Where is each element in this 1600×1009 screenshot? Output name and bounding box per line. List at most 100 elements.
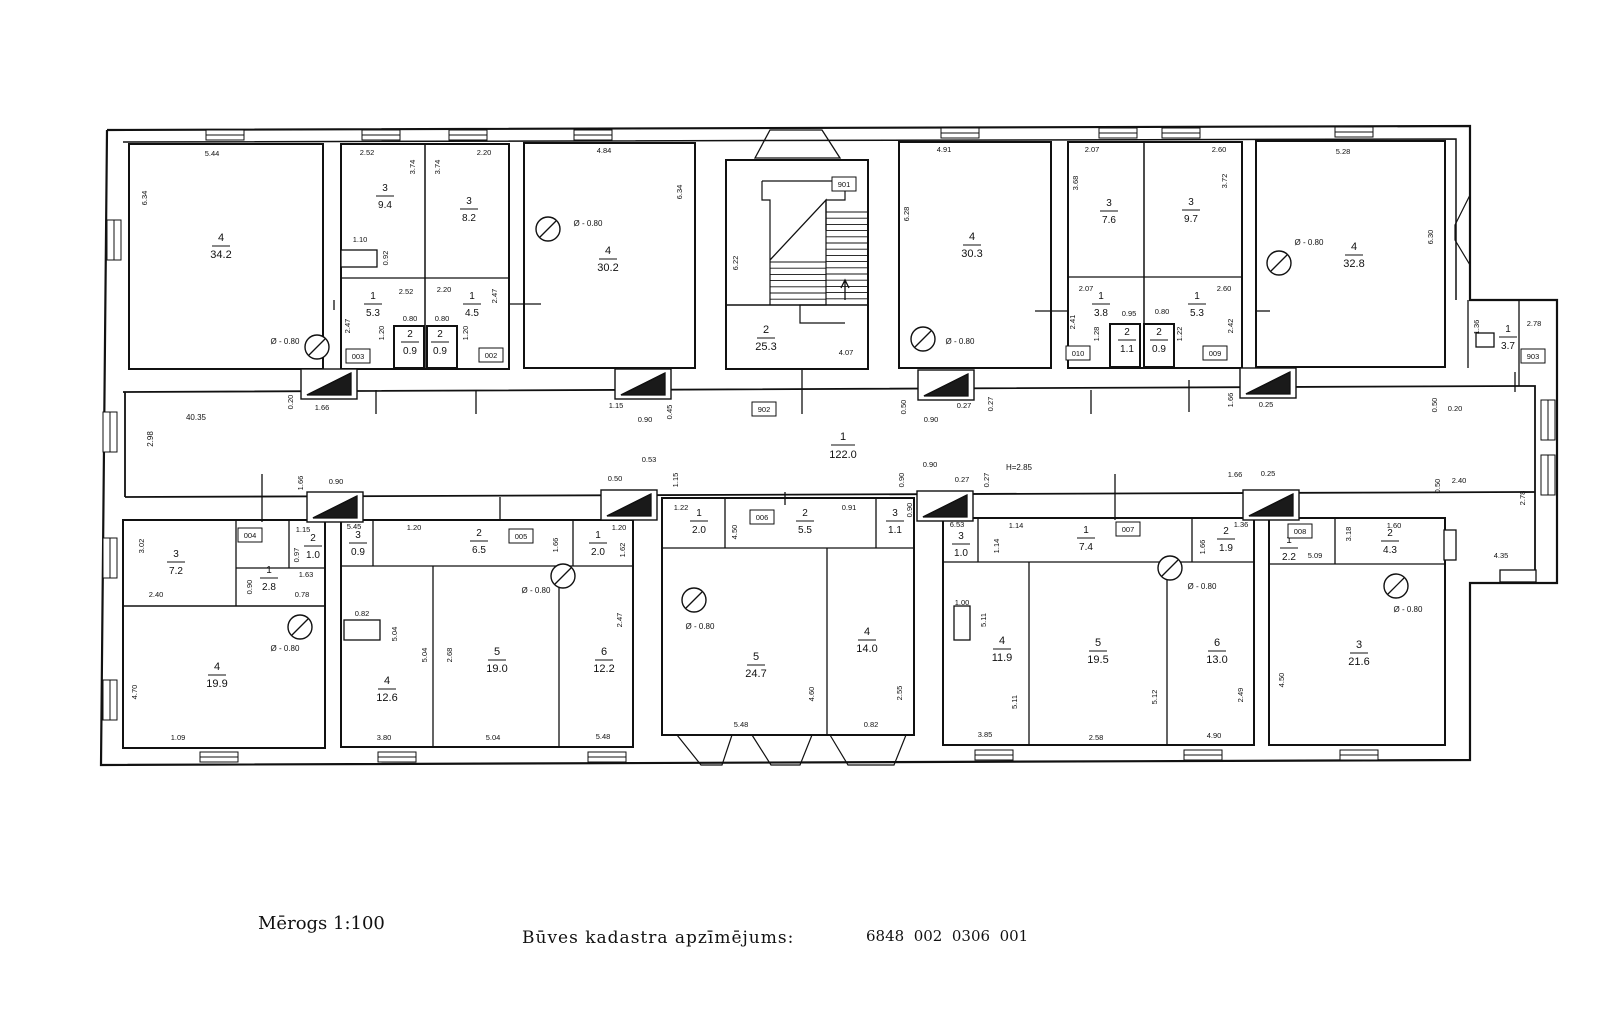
room-area: 21.6 — [1348, 656, 1369, 668]
room-number: 2 — [1387, 528, 1393, 539]
unit-code-box — [478, 347, 504, 363]
dimension-label: 1.66 — [296, 476, 305, 491]
room-number: 4 — [1351, 241, 1357, 253]
window — [974, 749, 1014, 761]
dimension-label: 2.47 — [343, 319, 352, 334]
stair-outline — [762, 180, 846, 324]
room-outline — [898, 141, 1052, 369]
dimension-label: 0.92 — [381, 251, 390, 266]
dimension-label: 1.15 — [296, 525, 311, 534]
room-area: 6.5 — [472, 545, 486, 556]
room-area: 2.8 — [262, 582, 276, 593]
unit-code-box — [1287, 523, 1313, 539]
room-area: 12.2 — [593, 663, 614, 675]
window — [106, 219, 122, 261]
room-label: 17.4 — [1077, 525, 1095, 553]
room-area: 5.3 — [1190, 308, 1204, 319]
dimension-label: 2.20 — [477, 148, 492, 157]
dimension-label: 0.20 — [286, 395, 295, 410]
room-area: 3.8 — [1094, 308, 1108, 319]
entrance-bay — [753, 129, 842, 159]
dimension-label: 6.34 — [140, 191, 149, 206]
chimney-slash — [685, 591, 703, 609]
chimney-symbol — [910, 326, 936, 352]
room-number: 2 — [1124, 327, 1130, 338]
dimension-label: 0.91 — [842, 503, 857, 512]
cadastre-label: Būves kadastra apzīmējums: — [522, 928, 795, 948]
dimension-label: 1.63 — [299, 570, 314, 579]
room-number: 2 — [802, 508, 808, 519]
room-number: 1 — [840, 431, 846, 443]
room-label: 20.9 — [401, 329, 419, 357]
room-label: 434.2 — [210, 232, 231, 261]
room-area: 30.2 — [597, 262, 618, 274]
stove — [1239, 367, 1297, 399]
entrance-bay — [829, 734, 907, 766]
stair-break — [769, 198, 827, 261]
unit-code-text: 003 — [352, 352, 365, 361]
window — [573, 129, 613, 141]
dimension-label: 0.95 — [1122, 309, 1137, 318]
room-area: 32.8 — [1343, 258, 1364, 270]
room-number: 2 — [476, 528, 482, 539]
chimney-label: Ø - 0.80 — [271, 337, 300, 346]
unit-code-text: 902 — [758, 405, 771, 414]
room-label: 21.9 — [1217, 526, 1235, 554]
room-number: 4 — [384, 675, 390, 687]
unit-code: 010 — [1065, 345, 1091, 361]
chimney-label: Ø - 0.80 — [686, 622, 715, 631]
dimension-label: 0.90 — [924, 415, 939, 424]
chimney-symbol — [304, 334, 330, 360]
room-area: 24.7 — [745, 668, 766, 680]
dimension-label: 2.60 — [1217, 284, 1232, 293]
dimension-label: 0.82 — [864, 720, 879, 729]
room-label: 519.5 — [1087, 637, 1108, 666]
room-area: 2.0 — [591, 547, 605, 558]
dimension-label: 1.14 — [1009, 521, 1024, 530]
room-area: 7.6 — [1102, 215, 1116, 226]
window — [1098, 127, 1138, 139]
stove-diagonal — [1248, 493, 1294, 517]
chimney-slash — [1161, 559, 1179, 577]
dimension-label: 6.53 — [950, 520, 965, 529]
room-number: 5 — [753, 651, 759, 663]
dimension-label: 1.15 — [609, 401, 624, 410]
unit-code-text: 006 — [756, 513, 769, 522]
dimension-label: 4.35 — [1494, 551, 1509, 560]
room-outline — [122, 519, 326, 749]
dimension-label: 5.04 — [390, 627, 399, 642]
room-number: 4 — [999, 635, 1005, 647]
dimension-label: 5.12 — [1150, 690, 1159, 705]
room-number: 1 — [1505, 324, 1511, 335]
room-number: 6 — [601, 646, 607, 658]
dimension-label: 4.91 — [937, 145, 952, 154]
chimney-label: Ø - 0.80 — [946, 337, 975, 346]
stair-outline — [761, 181, 771, 305]
room-label: 15.3 — [364, 291, 382, 319]
room-number: 5 — [1095, 637, 1101, 649]
dimension-label: 1.09 — [171, 733, 186, 742]
sink — [953, 605, 971, 641]
unit-code: 006 — [749, 509, 775, 525]
dimension-label: 5.45 — [347, 522, 362, 531]
unit-code-box — [1202, 345, 1228, 361]
room-number: 3 — [1356, 639, 1362, 651]
dimension-label: 2.52 — [399, 287, 414, 296]
dimension-label: 2.60 — [1212, 145, 1227, 154]
chimney-slash — [308, 338, 326, 356]
room-area: 19.5 — [1087, 654, 1108, 666]
dimension-label: 4.70 — [130, 685, 139, 700]
room-area: 34.2 — [210, 249, 231, 261]
wc-cubicle — [1109, 323, 1141, 368]
toilet — [1475, 332, 1495, 348]
window — [1540, 454, 1556, 496]
dimension-label: 0.25 — [1261, 469, 1276, 478]
unit-code-box — [1115, 521, 1141, 537]
dimension-label: 0.90 — [905, 503, 914, 518]
dimension-label: 2.20 — [437, 285, 452, 294]
room-number: 2 — [310, 533, 316, 544]
dimension-label: 2.55 — [895, 686, 904, 701]
room-area: 4.3 — [1383, 545, 1397, 556]
room-label: 412.6 — [376, 675, 397, 704]
